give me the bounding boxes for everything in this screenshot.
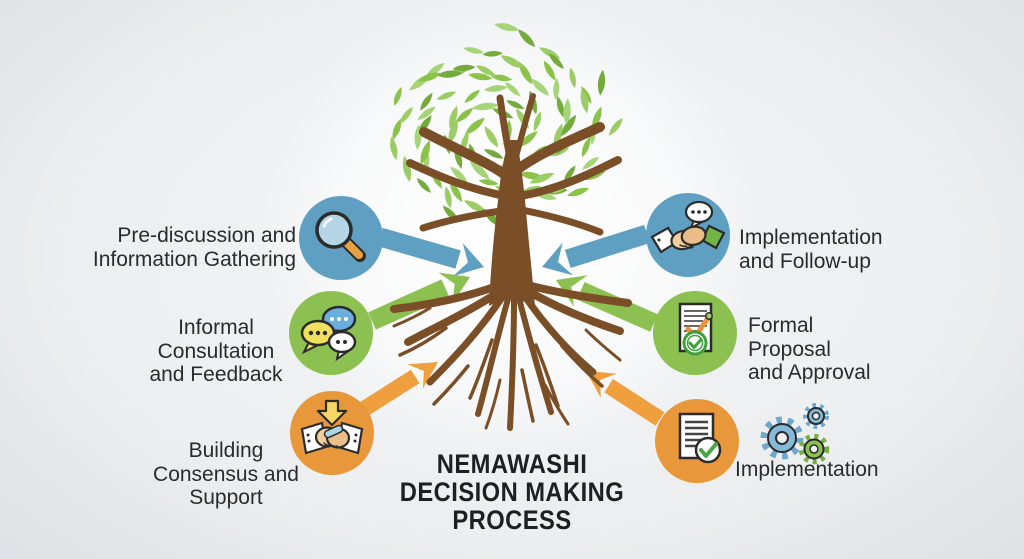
diagram-title: NEMAWASHI DECISION MAKING PROCESS bbox=[399, 449, 625, 535]
step-circle-pre-discussion bbox=[299, 196, 383, 280]
handshake-agreement-icon bbox=[300, 399, 364, 455]
step-circle-implementation-follow-up bbox=[646, 193, 730, 277]
gears-icon bbox=[760, 403, 830, 465]
step-label-implementation: Implementation bbox=[735, 458, 879, 481]
tree-roots bbox=[390, 282, 632, 431]
step-label-implementation-follow-up: Implementation and Follow-up bbox=[739, 226, 883, 273]
gears-icon-wrapper bbox=[752, 402, 844, 473]
step-label-pre-discussion: Pre-discussion and Information Gathering bbox=[92, 224, 296, 271]
tree-trunk-and-branches bbox=[406, 93, 622, 306]
magnifier-icon bbox=[315, 211, 366, 262]
arrow-orange-left bbox=[359, 362, 438, 416]
arrow-blue-left bbox=[377, 227, 484, 276]
step-circle-building-consensus bbox=[290, 391, 374, 475]
trunk bbox=[489, 140, 535, 306]
speech-bubbles-icon bbox=[300, 305, 357, 362]
step-label-informal-consultation: Informal Consultation and Feedback bbox=[149, 316, 283, 386]
step-circle-implementation bbox=[655, 399, 739, 483]
handshake-discussion-icon bbox=[650, 200, 726, 254]
checked-document-icon bbox=[678, 412, 722, 464]
step-circle-informal-consultation bbox=[289, 291, 373, 375]
arrow-blue-right bbox=[542, 224, 650, 276]
step-circle-formal-proposal bbox=[653, 291, 737, 375]
step-label-building-consensus: Building Consensus and Support bbox=[153, 439, 299, 509]
approved-document-icon bbox=[678, 302, 713, 356]
step-label-formal-proposal: Formal Proposal and Approval bbox=[748, 314, 871, 384]
